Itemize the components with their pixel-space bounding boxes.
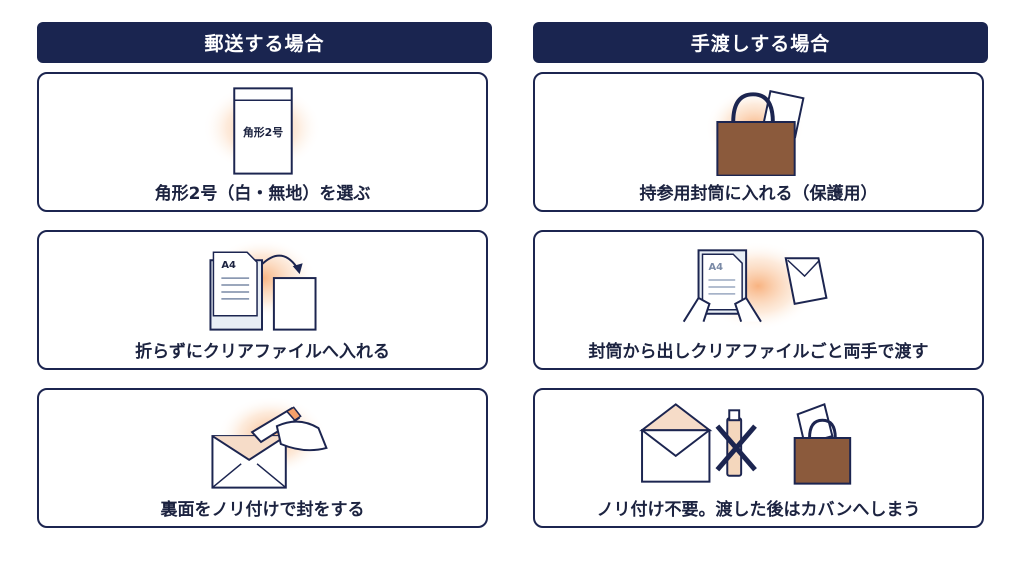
- hand-title: 手渡しする場合: [690, 33, 831, 55]
- hand-step-2-caption: 封筒から出しクリアファイルごと両手で渡す: [588, 342, 929, 362]
- clear-file-insert-icon: A4: [207, 238, 317, 331]
- glue-seal-icon: [211, 396, 328, 489]
- mail-column: 郵送する場合 角形2号 角形2号（白・無地）を選ぶ A4 折らずにクリアファイル…: [37, 22, 492, 528]
- mail-step-2-card: A4 折らずにクリアファイルへ入れる: [37, 230, 488, 370]
- mail-step-1-card: 角形2号 角形2号（白・無地）を選ぶ: [37, 72, 488, 212]
- mail-step-1-caption: 角形2号（白・無地）を選ぶ: [154, 184, 371, 204]
- doc-label: A4: [708, 262, 723, 273]
- mail-step-3-card: 裏面をノリ付けで封をする: [37, 388, 488, 528]
- hand-step-1-caption: 持参用封筒に入れる（保護用）: [639, 184, 878, 204]
- doc-label: A4: [221, 260, 236, 271]
- hand-step-1-card: 持参用封筒に入れる（保護用）: [533, 72, 984, 212]
- mail-title: 郵送する場合: [204, 33, 325, 55]
- tote-bag-icon: [705, 88, 805, 176]
- mail-header: 郵送する場合: [37, 22, 492, 63]
- envelope-label: 角形2号: [243, 125, 283, 139]
- hand-step-3-caption: ノリ付け不要。渡した後はカバンへしまう: [596, 500, 921, 520]
- hand-step-2-card: A4 封筒から出しクリアファイルごと両手で渡す: [533, 230, 984, 370]
- mail-step-2-caption: 折らずにクリアファイルへ入れる: [135, 342, 390, 362]
- hand-step-3-card: ノリ付け不要。渡した後はカバンへしまう: [533, 388, 984, 528]
- hands-clear-file-icon: A4: [682, 241, 828, 331]
- hand-column: 手渡しする場合 持参用封筒に入れる（保護用） A4 封筒から出しクリアファイルご…: [533, 22, 988, 528]
- mail-step-3-caption: 裏面をノリ付けで封をする: [160, 500, 365, 520]
- no-glue-bag-icon: [639, 403, 852, 485]
- hand-header: 手渡しする場合: [533, 22, 988, 63]
- kaku2-envelope-icon: 角形2号: [202, 83, 322, 175]
